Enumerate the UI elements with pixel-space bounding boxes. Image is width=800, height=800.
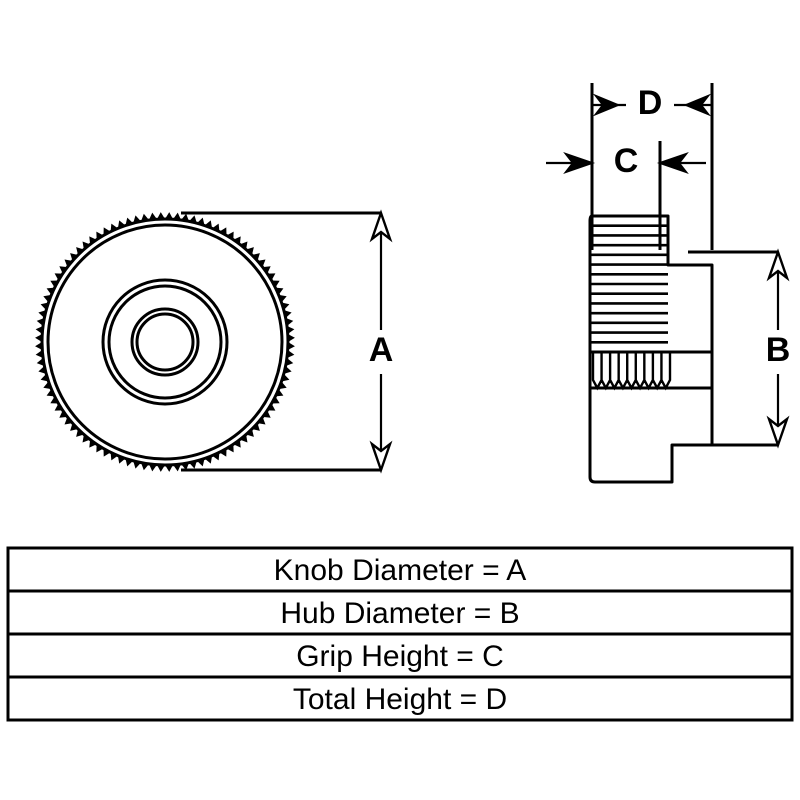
dimension-c: C: [546, 141, 706, 250]
arrowhead-bottom: [369, 440, 393, 474]
legend-row-d: Total Height = D: [293, 683, 507, 716]
rim-outer-circle: [40, 217, 290, 467]
dimension-a: A: [181, 209, 394, 474]
grip-knurl-lines: [590, 224, 668, 344]
dimension-annotations: A B CD: [181, 83, 791, 474]
arrowhead-bottom: [766, 415, 790, 449]
hub-outer-circle: [101, 278, 229, 406]
knurl-teeth-ring: [35, 212, 295, 472]
dimension-b: B: [688, 248, 791, 449]
arrowhead-right: [656, 151, 689, 175]
arrowhead-top: [369, 209, 393, 243]
thread-teeth-profile: [591, 352, 672, 391]
legend-row-a: Knob Diameter = A: [274, 554, 527, 587]
dimension-label-b: B: [766, 331, 791, 369]
dimension-label-d: D: [638, 84, 663, 122]
rim-inner-circle: [46, 223, 284, 461]
top-view-knurled-knob-face: [35, 212, 295, 472]
arrowhead-right: [683, 93, 712, 117]
dimension-key-table: Knob Diameter = A Hub Diameter = B Grip He…: [6, 546, 794, 722]
dimension-label-a: A: [369, 331, 394, 369]
dimension-label-c: C: [614, 142, 639, 180]
arrowhead-left: [563, 151, 596, 175]
arrowhead-left: [592, 93, 621, 117]
legend-row-c: Grip Height = C: [296, 640, 504, 673]
bore-inner-circle: [135, 312, 195, 372]
arrowhead-top: [766, 248, 790, 282]
side-view-knurled-knob-profile: [588, 214, 714, 484]
dimension-d: D: [590, 83, 714, 250]
hub-inner-circle: [107, 284, 223, 400]
legend-row-b: Hub Diameter = B: [280, 597, 519, 630]
bore-outer-circle: [130, 307, 200, 377]
